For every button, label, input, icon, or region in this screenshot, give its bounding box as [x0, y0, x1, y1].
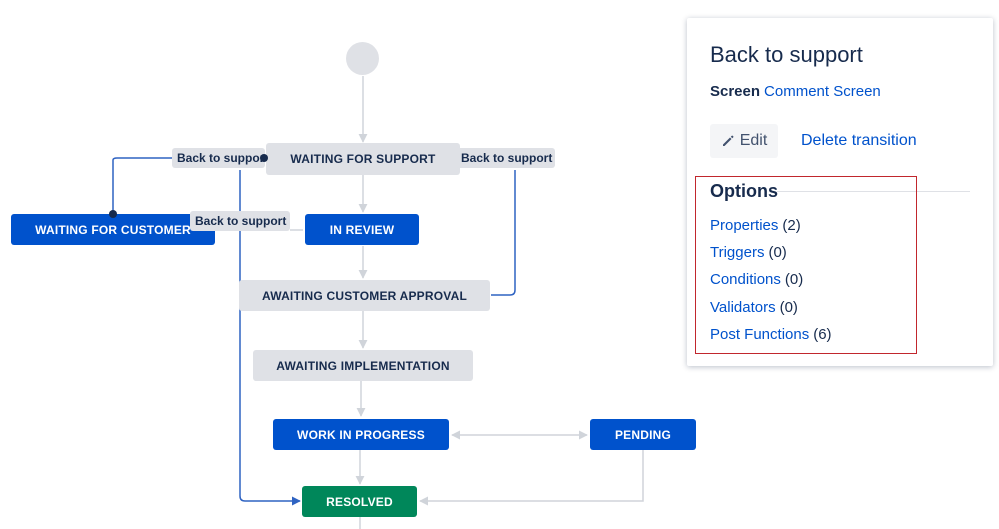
status-work-in-progress[interactable]: WORK IN PROGRESS	[273, 419, 449, 450]
option-label: Triggers	[710, 244, 765, 261]
option-label: Validators	[710, 299, 776, 316]
pencil-icon	[722, 135, 734, 146]
transition-endpoint-dot	[260, 154, 268, 162]
options-divider	[777, 191, 970, 192]
option-count: (6)	[813, 326, 832, 343]
option-count: (0)	[779, 299, 798, 316]
option-conditions[interactable]: Conditions(0)	[710, 271, 803, 288]
screen-label: Screen	[710, 83, 761, 100]
transition-label-back-to-support-left[interactable]: Back to support	[172, 148, 265, 168]
options-highlight-box	[695, 176, 917, 354]
status-resolved[interactable]: RESOLVED	[302, 486, 417, 517]
option-properties[interactable]: Properties(2)	[710, 217, 801, 234]
status-waiting-for-customer[interactable]: WAITING FOR CUSTOMER	[11, 214, 215, 245]
transition-label-back-to-support-middle[interactable]: Back to support	[190, 211, 290, 231]
screen-link[interactable]: Comment Screen	[764, 83, 881, 100]
selected-transition-customer	[112, 157, 174, 214]
status-in-review[interactable]: IN REVIEW	[305, 214, 419, 245]
delete-transition-link[interactable]: Delete transition	[801, 132, 917, 149]
transition-endpoint-dot	[109, 210, 117, 218]
selected-transition-resolved	[239, 170, 301, 506]
option-count: (0)	[784, 271, 804, 288]
status-awaiting-implementation[interactable]: AWAITING IMPLEMENTATION	[253, 350, 473, 381]
status-awaiting-customer-approval[interactable]: AWAITING CUSTOMER APPROVAL	[239, 280, 490, 311]
status-pending[interactable]: PENDING	[590, 419, 696, 450]
option-label: Conditions	[710, 271, 781, 288]
panel-title: Back to support	[710, 42, 863, 67]
edit-label: Edit	[739, 132, 768, 149]
transition-label-back-to-support-right[interactable]: Back to support	[456, 148, 555, 168]
edit-button[interactable]: Edit	[710, 124, 778, 158]
option-triggers[interactable]: Triggers(0)	[710, 244, 787, 261]
option-count: (0)	[768, 244, 787, 261]
options-heading: Options	[710, 181, 778, 201]
option-post-functions[interactable]: Post Functions(6)	[710, 326, 832, 343]
option-label: Properties	[710, 217, 779, 234]
start-node[interactable]	[346, 42, 379, 75]
selected-transition-approval	[491, 170, 516, 296]
option-count: (2)	[782, 217, 801, 234]
status-waiting-for-support[interactable]: WAITING FOR SUPPORT	[266, 143, 460, 175]
option-label: Post Functions	[710, 326, 810, 343]
option-validators[interactable]: Validators(0)	[710, 299, 798, 316]
transition-pending-to-resolved	[419, 450, 644, 506]
